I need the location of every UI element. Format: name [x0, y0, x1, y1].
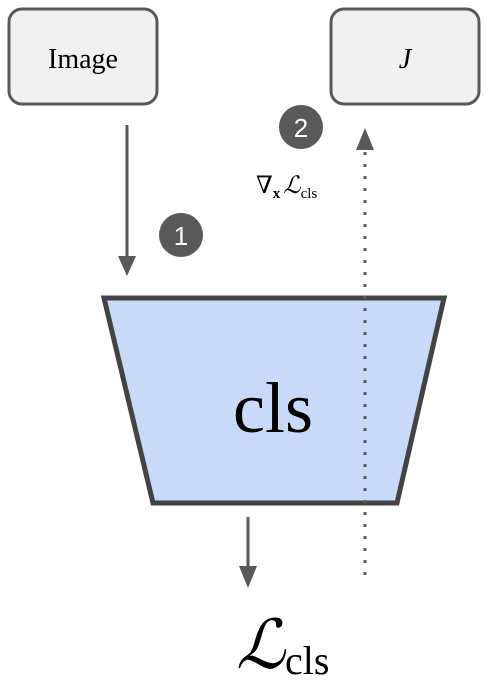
step-2-number: 2	[294, 113, 308, 143]
output-arrow-head	[239, 566, 257, 588]
j-box: J	[329, 7, 481, 106]
step-1-badge: 1	[159, 213, 203, 257]
classifier-shape	[100, 295, 448, 506]
gradient-loss-symbol: ℒ	[283, 173, 301, 199]
image-box: Image	[7, 7, 159, 106]
step-2-circle	[279, 105, 323, 149]
gradient-x-subscript: x	[273, 186, 281, 202]
gradient-arrow-head	[356, 128, 374, 150]
image-box-label: Image	[48, 44, 118, 75]
gradient-arrow	[356, 128, 374, 575]
output-loss-symbol: ℒ	[236, 607, 287, 683]
classifier-label: cls	[233, 368, 313, 448]
j-box-label: J	[399, 44, 413, 75]
forward-arrow-head	[118, 256, 136, 276]
output-loss-text: ℒcls	[236, 607, 329, 683]
j-box-shape	[329, 7, 481, 106]
output-loss-label: ℒcls	[236, 607, 329, 683]
classifier-block: cls	[100, 295, 448, 506]
forward-arrow	[118, 125, 136, 276]
step-2-badge: 2	[279, 105, 323, 149]
step-1-circle	[159, 213, 203, 257]
image-box-shape	[7, 7, 159, 106]
gradient-loss-subscript: cls	[301, 186, 318, 202]
gradient-nabla: ∇	[256, 173, 273, 199]
output-loss-subscript: cls	[285, 638, 329, 683]
step-1-number: 1	[174, 221, 188, 251]
output-arrow	[239, 517, 257, 588]
